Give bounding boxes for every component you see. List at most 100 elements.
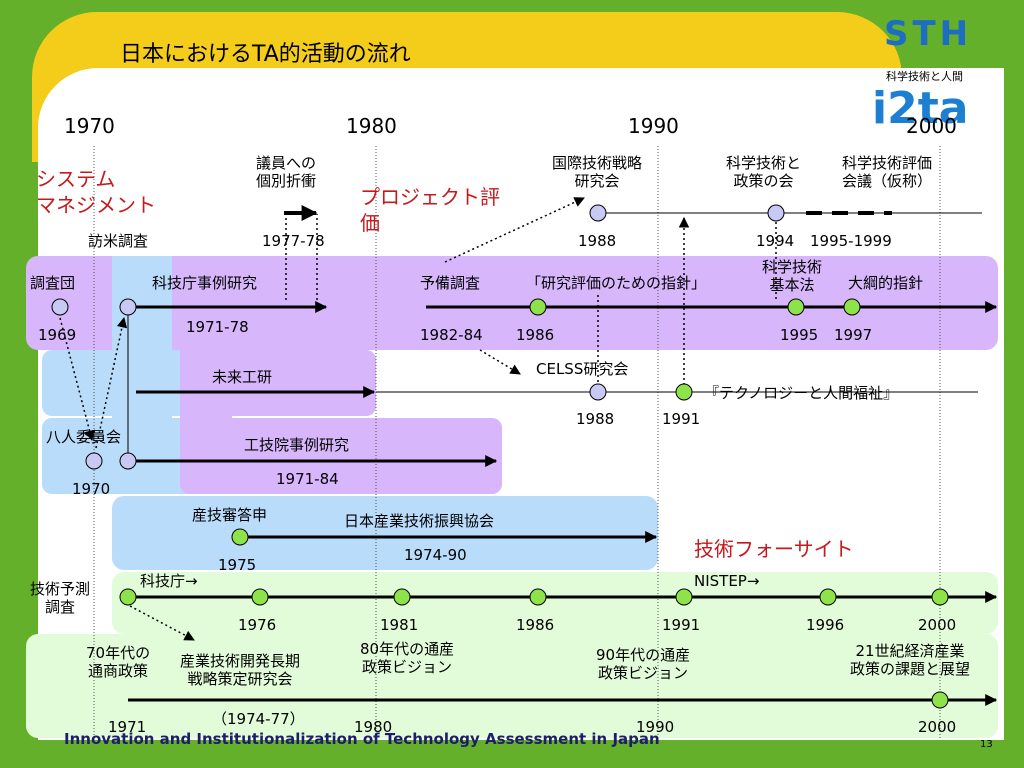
label-yosoku: 技術予測 調査 [30,580,91,616]
node-f1971 [119,588,137,606]
node-f1996 [819,588,837,606]
label-yobi-year: 1982-84 [420,326,483,344]
label-kihonho: 科学技術 基本法 [762,258,823,294]
label-mirai: 未来工研 [212,368,273,386]
label-shinko: 日本産業技術振興協会 [344,512,495,530]
axis-year-1980: 1980 [346,114,397,138]
node-sangishin [231,528,249,546]
node-f1981 [393,588,411,606]
conn-yosoku [129,605,195,641]
label-tech-fukushi-year: 1991 [662,410,701,428]
axis-year-1990: 1990 [628,114,679,138]
band-green-foresight [112,572,998,634]
label-celss: CELSS研究会 [536,360,629,378]
label-f2000: 2000 [918,616,957,634]
label-sangishin: 産技審答申 [192,506,268,524]
label-chosadan-year: 1969 [38,326,77,344]
section-tech-foresight: 技術フォーサイト [694,537,854,561]
label-f1986: 1986 [516,616,555,634]
label-tsusho70: 70年代の 通商政策 [86,644,151,680]
section-system-management: システム マネジメント [36,167,156,217]
section-project-evaluation: プロジェクト評 価 [360,185,500,235]
page-number: 13 [980,739,993,750]
label-kagicho-jirei: 科技庁事例研究 [152,274,258,292]
label-f1981: 1981 [380,616,419,634]
label-kagaku-seisaku-year: 1994 [756,232,795,250]
node-kihonho [787,298,805,316]
label-shishin: 「研究評価のための指針」 [526,274,707,292]
label-kaigi-year: 1995-1999 [810,232,892,250]
label-tsusan80: 80年代の通産 政策ビジョン [360,640,455,676]
node-f1991 [675,588,693,606]
label-giin-year: 1977-78 [262,232,325,250]
label-tsusan90: 90年代の通産 政策ビジョン [596,646,691,682]
node-houbei [119,298,137,316]
label-houbei: 訪米調査 [88,232,149,250]
logo-sth-icon: STH [884,14,973,54]
band-blue-column [112,256,172,494]
label-b1971: 1971 [108,718,147,736]
label-yobi: 予備調査 [420,274,481,292]
label-hachinin-year: 1970 [72,480,111,498]
band-green-bottom [26,634,998,738]
label-kokusai-year: 1988 [578,232,617,250]
logo-main-text: i2ta [872,83,969,134]
label-kagicho-arrow: 科技庁→ [140,572,198,590]
node-taiko [843,298,861,316]
label-b1990: 1990 [636,718,675,736]
label-kagicho-jirei-year: 1971-78 [186,318,249,336]
label-f1991: 1991 [662,616,701,634]
node-f2000 [931,588,949,606]
node-chosadan [51,298,69,316]
label-kaigi: 科学技術評価 会議（仮称） [842,154,933,190]
node-hachinin-b [119,452,137,470]
label-kokusai: 国際技術戦略 研究会 [552,154,643,190]
label-b2000: 2000 [918,718,957,736]
label-sangyo-choki-year: （1974-77） [212,710,305,728]
footer-text: Innovation and Institutionalization of T… [64,730,660,748]
node-celss [589,383,607,401]
label-giin: 議員への 個別折衝 [256,154,317,190]
node-f1976 [251,588,269,606]
conn-yobi-kokusai [444,197,585,263]
label-chosadan: 調査団 [30,274,76,292]
conn-hachinin [95,316,128,449]
label-shishin-year: 1986 [516,326,555,344]
axis-year-1970: 1970 [64,114,115,138]
logo-top-text: 科学技術と人間 [886,70,963,83]
label-tech-fukushi: 『テクノロジーと人間福祉』 [704,384,899,402]
band-purple-kogiin [180,418,502,494]
node-shishin [529,298,547,316]
node-b2000 [931,691,949,709]
label-kogiin-year: 1971-84 [276,470,339,488]
label-shinko-year: 1974-90 [404,546,467,564]
label-celss-year: 1988 [576,410,615,428]
label-f1976: 1976 [238,616,277,634]
label-b1980: 1980 [354,718,393,736]
conn-chosadan [59,317,95,442]
axis-year-2000: 2000 [906,114,957,138]
label-kagaku-seisaku: 科学技術と 政策の会 [726,154,802,190]
label-kihonho-year: 1995 [780,326,819,344]
band-purple-column [180,256,232,494]
conn-celss [479,349,521,375]
page-title: 日本におけるTA的活動の流れ [120,42,411,67]
node-f1986 [529,588,547,606]
node-kokusai [589,204,607,222]
label-sangyo-choki: 産業技術開発長期 戦略策定研究会 [180,652,301,688]
label-nistep: NISTEP→ [694,572,760,590]
label-hachinin: 八人委員会 [46,428,122,446]
label-sangishin-year: 1975 [218,556,257,574]
logo: STH 科学技術と人間 i2ta [872,14,998,136]
label-f1996: 1996 [806,616,845,634]
node-kagaku-seisaku [767,204,785,222]
label-taiko: 大綱的指針 [848,274,924,292]
label-c21: 21世紀経済産業 政策の課題と展望 [850,642,971,678]
label-taiko-year: 1997 [834,326,873,344]
node-hachinin-a [85,452,103,470]
label-kogiin: 工技院事例研究 [244,436,350,454]
node-fukushi [675,383,693,401]
band-purple-main [26,256,998,350]
band-blue-shinko [112,496,658,570]
